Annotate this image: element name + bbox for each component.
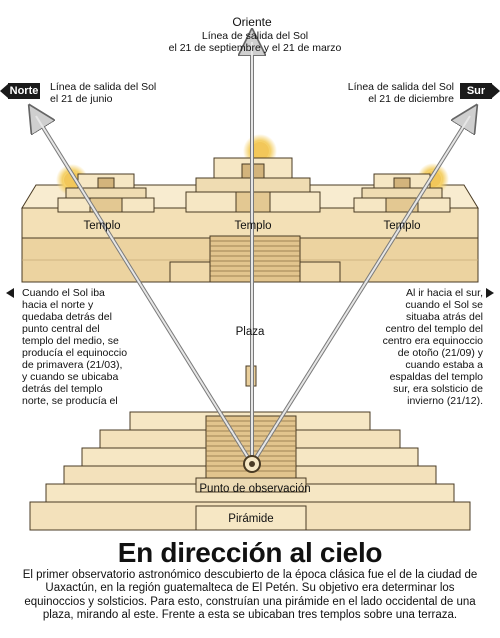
temple-right xyxy=(353,173,451,213)
temple-right-label: Templo xyxy=(383,220,421,232)
observation-point-label: Punto de observación xyxy=(199,483,311,495)
plaza-label: Plaza xyxy=(235,326,265,338)
temple-center-label: Templo xyxy=(234,220,272,232)
description-paragraph: El primer observatorio astronómico descu… xyxy=(22,569,478,622)
sur-arrow-icon xyxy=(492,84,500,98)
norte-arrow-icon xyxy=(0,84,8,98)
note-left-arrow-icon xyxy=(6,288,14,298)
note-right: Al ir hacia el sur, cuando el Sol se sit… xyxy=(382,287,483,407)
line-december-label: Línea de salida del Sol el 21 de diciemb… xyxy=(347,81,454,105)
page-title: En dirección al cielo xyxy=(117,537,383,568)
line-june-label: Línea de salida del Sol el 21 de junio xyxy=(50,81,157,105)
sur-tag: Sur xyxy=(460,83,492,99)
observation-point xyxy=(243,455,261,473)
sight-lines xyxy=(36,42,470,466)
pyramid-label: Pirámide xyxy=(228,513,274,525)
note-right-arrow-icon xyxy=(486,288,494,298)
oriente-label: Oriente xyxy=(232,15,272,29)
temple-left-label: Templo xyxy=(83,220,121,232)
temple-left xyxy=(57,173,155,213)
note-left: Cuando el Sol iba hacia el norte y queda… xyxy=(22,287,128,407)
terrace-stairway xyxy=(169,235,341,283)
line-equinox-label: Línea de salida del Sol el 21 de septiem… xyxy=(168,30,342,54)
norte-tag: Norte xyxy=(8,83,40,99)
